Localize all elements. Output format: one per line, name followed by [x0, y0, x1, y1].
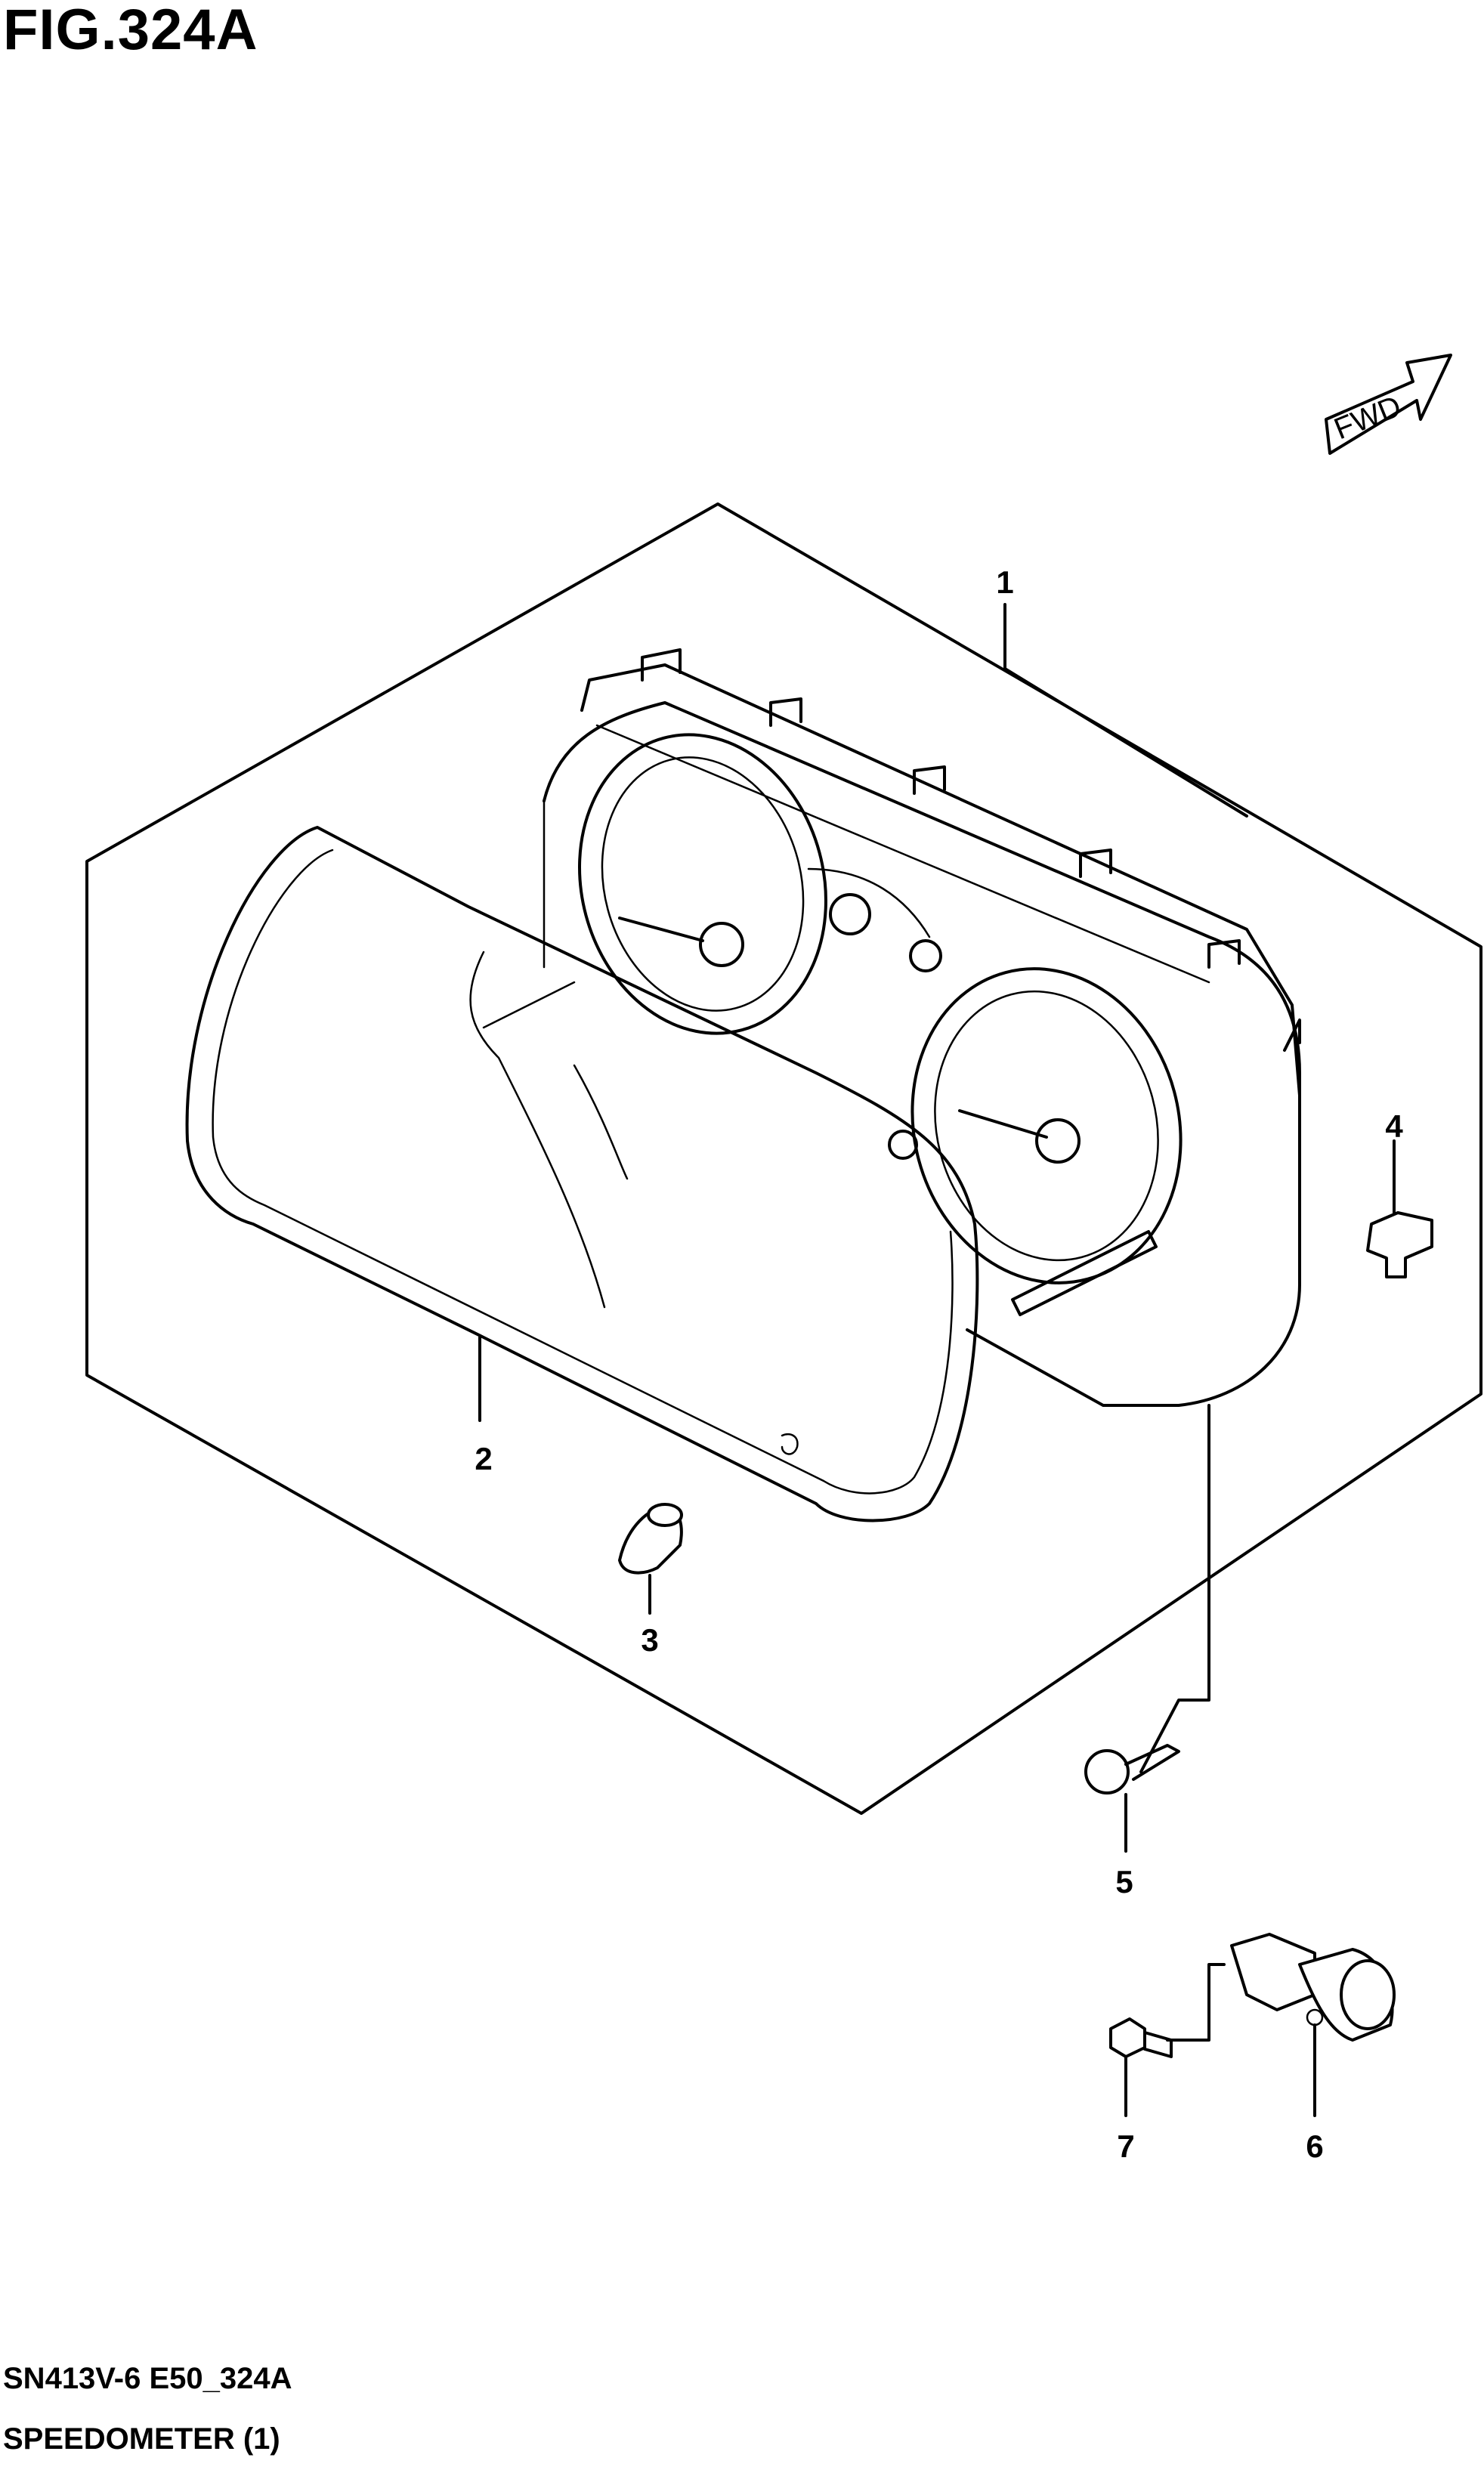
part-6-sensor — [1230, 1933, 1396, 2042]
callout-5: 5 — [1115, 1864, 1133, 1900]
figure-code: SN413V-6 E50_324A — [3, 2362, 292, 2395]
callout-3: 3 — [641, 1622, 658, 1658]
fwd-label: FWD — [1330, 389, 1406, 446]
part-3-bulb — [618, 1503, 683, 1575]
figure-name: SPEEDOMETER (1) — [3, 2422, 280, 2456]
callout-4: 4 — [1385, 1108, 1403, 1144]
figure-title: FIG.324A — [3, 0, 258, 62]
part-4-clip — [1366, 1211, 1433, 1278]
part-2-lens-cover — [185, 826, 979, 1522]
callout-2: 2 — [475, 1441, 492, 1476]
leader-lines — [478, 603, 1396, 2117]
callout-7: 7 — [1117, 2128, 1134, 2164]
part-7-bolt — [1109, 2017, 1173, 2058]
callout-1: 1 — [996, 564, 1013, 600]
assembly-boundary — [85, 502, 1482, 1815]
fwd-arrow-icon: FWD — [1325, 354, 1452, 455]
callout-6: 6 — [1306, 2128, 1323, 2164]
part-1-instrument-cluster — [543, 648, 1301, 1407]
part-5-screw — [1084, 1744, 1180, 1794]
